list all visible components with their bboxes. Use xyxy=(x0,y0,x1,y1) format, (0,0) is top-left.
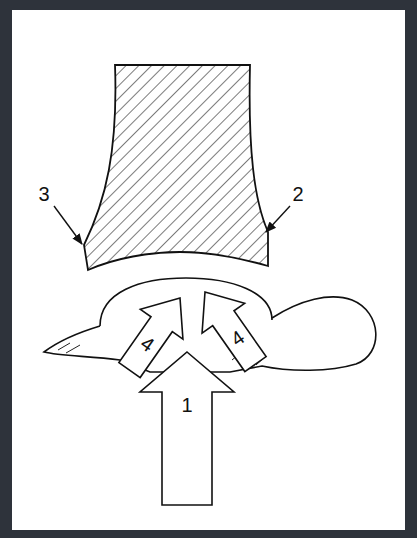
tibia xyxy=(84,65,268,270)
force-number: 4 xyxy=(227,326,248,349)
force-number: 4 xyxy=(138,332,159,355)
force-number: 1 xyxy=(181,395,192,415)
talus-dome xyxy=(100,278,272,326)
leader-line xyxy=(54,206,82,244)
callout-number: 3 xyxy=(38,184,49,204)
force-arrow xyxy=(140,352,234,505)
callout-number: 2 xyxy=(292,184,303,204)
leader-line xyxy=(266,206,290,232)
